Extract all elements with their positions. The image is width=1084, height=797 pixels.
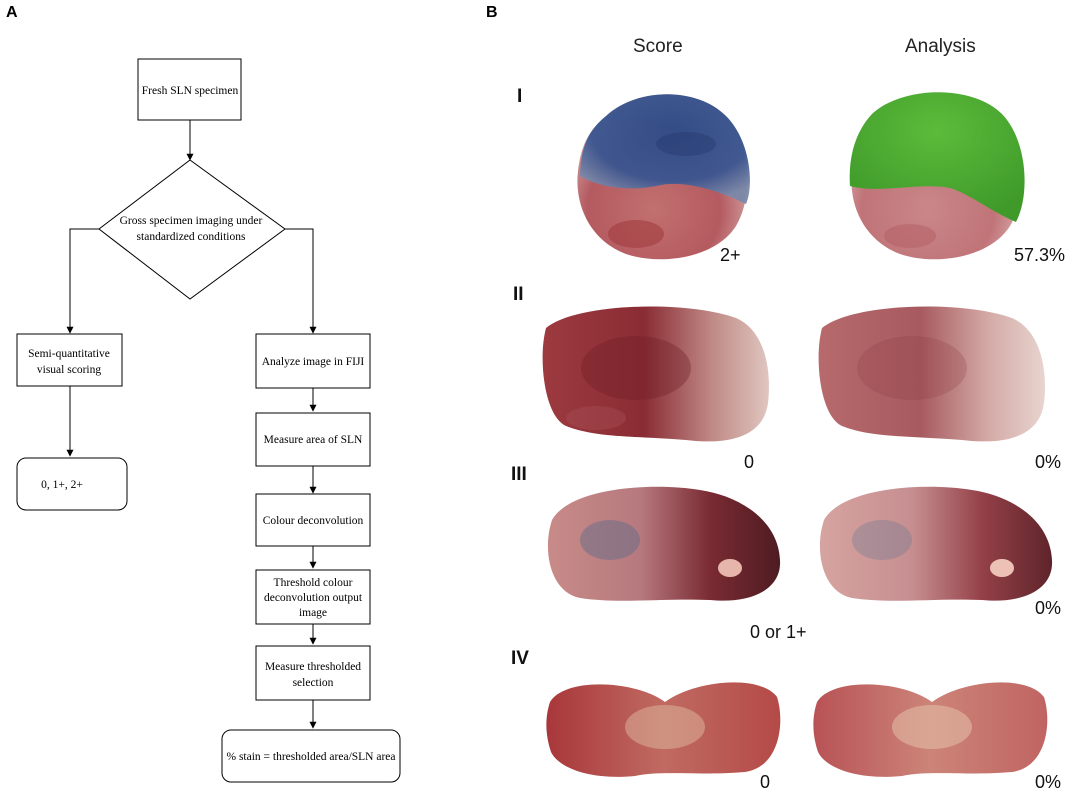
node-analyze-fiji: Analyze image in FIJI (255, 333, 371, 389)
svg-text:visual scoring: visual scoring (37, 364, 101, 376)
column-title-analysis: Analysis (905, 36, 976, 57)
specimen-iv-analysis-photo (813, 682, 1048, 777)
specimen-iii-analysis-photo (819, 486, 1053, 601)
svg-text:standardized conditions: standardized conditions (137, 231, 246, 243)
svg-text:Measure thresholded: Measure thresholded (265, 661, 361, 673)
column-title-score: Score (633, 36, 683, 57)
row-label-iv: IV (511, 648, 529, 669)
svg-text:Fresh SLN specimen: Fresh SLN specimen (142, 85, 239, 97)
node-gross-imaging: Gross specimen imaging under standardize… (98, 159, 286, 300)
panel-b-letter: B (486, 4, 498, 21)
svg-text:image: image (299, 607, 327, 619)
svg-text:Threshold colour: Threshold colour (274, 577, 353, 589)
specimen-iii-score-photo (547, 486, 781, 601)
panel-a-letter: A (6, 4, 18, 21)
node-fresh-specimen: Fresh SLN specimen (137, 58, 242, 121)
score-ii: 0 (744, 452, 755, 472)
score-iii: 0 or 1+ (750, 622, 807, 642)
node-threshold: Threshold colour deconvolution output im… (255, 569, 371, 625)
analysis-iii: 0% (1035, 598, 1062, 618)
svg-text:Semi-quantitative: Semi-quantitative (28, 348, 110, 360)
specimen-iv-score-photo (546, 682, 781, 777)
svg-text:Measure area of SLN: Measure area of SLN (264, 434, 363, 446)
svg-text:0, 1+, 2+: 0, 1+, 2+ (41, 479, 83, 491)
svg-text:Colour deconvolution: Colour deconvolution (263, 515, 364, 527)
specimen-i-score-photo (577, 94, 750, 260)
svg-text:selection: selection (293, 677, 334, 689)
node-scores: 0, 1+, 2+ (16, 457, 128, 511)
svg-text:Gross specimen imaging under: Gross specimen imaging under (120, 215, 263, 227)
analysis-i: 57.3% (1014, 245, 1066, 265)
svg-text:% stain = thresholded area/SLN: % stain = thresholded area/SLN area (226, 751, 395, 763)
node-measure-area: Measure area of SLN (255, 412, 371, 467)
specimen-i-analysis-photo (849, 92, 1025, 260)
node-percent-stain: % stain = thresholded area/SLN area (221, 729, 401, 783)
score-i: 2+ (720, 245, 741, 265)
analysis-ii: 0% (1035, 452, 1062, 472)
node-colour-deconvolution: Colour deconvolution (255, 493, 371, 547)
row-label-i: I (517, 86, 523, 107)
specimen-ii-score-photo (542, 306, 769, 442)
flowchart: Fresh SLN specimen Gross specimen imagin… (16, 58, 401, 783)
analysis-iv: 0% (1035, 772, 1062, 792)
row-label-ii: II (513, 284, 524, 305)
connector-imaging-to-analyze (285, 228, 317, 334)
svg-text:Analyze image in FIJI: Analyze image in FIJI (262, 356, 365, 368)
score-iv: 0 (760, 772, 771, 792)
svg-text:deconvolution output: deconvolution output (264, 592, 363, 604)
node-measure-thresholded: Measure thresholded selection (255, 645, 371, 701)
specimen-ii-analysis-photo (818, 306, 1045, 442)
row-label-iii: III (511, 464, 527, 485)
connector-imaging-to-semi (66, 228, 99, 334)
node-semi-quantitative: Semi-quantitative visual scoring (16, 333, 123, 387)
